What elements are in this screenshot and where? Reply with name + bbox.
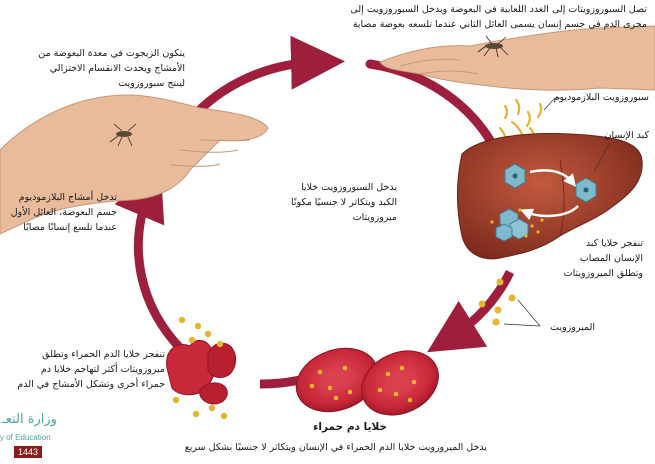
liver-burst-caption-line-1: تنفجر خلايا كبد <box>585 238 643 249</box>
sporozoite-pointer-lines <box>543 97 560 111</box>
liver-cells <box>495 163 597 242</box>
liver-burst-caption: تنفجر خلايا كبد الإنسان المصاب وتطلق الم… <box>564 236 643 281</box>
center-caption-line-3: ميروزويتات <box>352 212 397 223</box>
left-bottom-caption-line-2: ميروزويتات أكثر لتهاجم خلايا دم <box>40 364 165 375</box>
liver-internal-arrows <box>520 169 579 221</box>
left-mid-caption-line-2: جسم البعوضة، العائل الأول <box>10 207 117 218</box>
left-bottom-caption: تنفجر خلايا الدم الحمراء وتطلق ميروزويتا… <box>17 347 165 392</box>
top-caption-line-2: مجرى الدم في جسم إنسان يسمى العائل الثان… <box>352 19 647 30</box>
left-top-caption-line-2: الأمشاج ويحدث الانقسام الاختزالي <box>49 63 185 74</box>
liver-burst-caption-line-3: وتطلق الميروزويتات <box>563 268 643 279</box>
sporozoite-label: سبوروزويت البلازموديوم <box>553 92 649 103</box>
center-caption-line-2: الكبد ويتكاثر لا جنسيًا مكونًا <box>290 197 397 208</box>
left-bottom-caption-line-1: تنفجر خلايا الدم الحمراء وتطلق <box>42 349 165 360</box>
rbc-label: خلايا دم حمراء <box>313 421 387 433</box>
merozoite-pointer-lines <box>503 299 541 327</box>
human-arm-left <box>0 94 269 235</box>
released-merozoites-bottom-left <box>172 316 228 420</box>
red-blood-cells <box>295 347 439 416</box>
liver-label: كبد الإنسان <box>604 130 649 141</box>
liver-merozoite-dots <box>490 208 544 238</box>
center-caption: يدخل السبوروزويت خلايا الكبد ويتكاثر لا … <box>291 180 397 225</box>
liver-pointer-line <box>593 141 611 173</box>
ministry-watermark: وزارة التعـ y of Education 1443 <box>0 412 60 464</box>
top-caption: تصل السبوروزويتات إلى الغدد اللعابية في … <box>350 2 647 32</box>
mosquito-left-icon <box>109 123 137 147</box>
bursting-red-blood-cells <box>166 339 237 405</box>
left-top-caption-line-3: لينتج سبوروزويت <box>118 78 185 89</box>
rbc-merozoites <box>309 365 417 403</box>
human-hand-top <box>379 25 655 91</box>
watermark-page-number: 1443 <box>14 446 43 458</box>
left-mid-caption: تدخل أمشاج البلازموديوم جسم البعوضة، الع… <box>11 190 117 235</box>
merozoites-released <box>478 278 516 326</box>
mosquito-top-icon <box>477 35 509 58</box>
merozoite-label: الميروزويت <box>550 322 595 333</box>
left-bottom-caption-line-3: حمراء أخرى وتشكل الأمشاج في الدم <box>17 379 165 390</box>
watermark-english: y of Education <box>0 433 51 442</box>
left-mid-caption-line-3: عندما تلسع إنسانًا مصابًا <box>23 222 117 233</box>
top-caption-line-1: تصل السبوروزويتات إلى الغدد اللعابية في … <box>350 4 647 15</box>
left-top-caption-line-1: يتكون الزيجوت في معدة البعوضة من <box>38 48 185 59</box>
liver-burst-caption-line-2: الإنسان المصاب <box>579 253 643 264</box>
watermark-arabic: وزارة التعـ <box>2 412 57 427</box>
bottom-caption: يدخل الميروزويت خلايا الدم الحمراء في ال… <box>184 442 487 453</box>
left-top-caption: يتكون الزيجوت في معدة البعوضة من الأمشاج… <box>38 46 185 91</box>
left-mid-caption-line-1: تدخل أمشاج البلازموديوم <box>18 192 117 203</box>
center-caption-line-1: يدخل السبوروزويت خلايا <box>301 182 397 193</box>
